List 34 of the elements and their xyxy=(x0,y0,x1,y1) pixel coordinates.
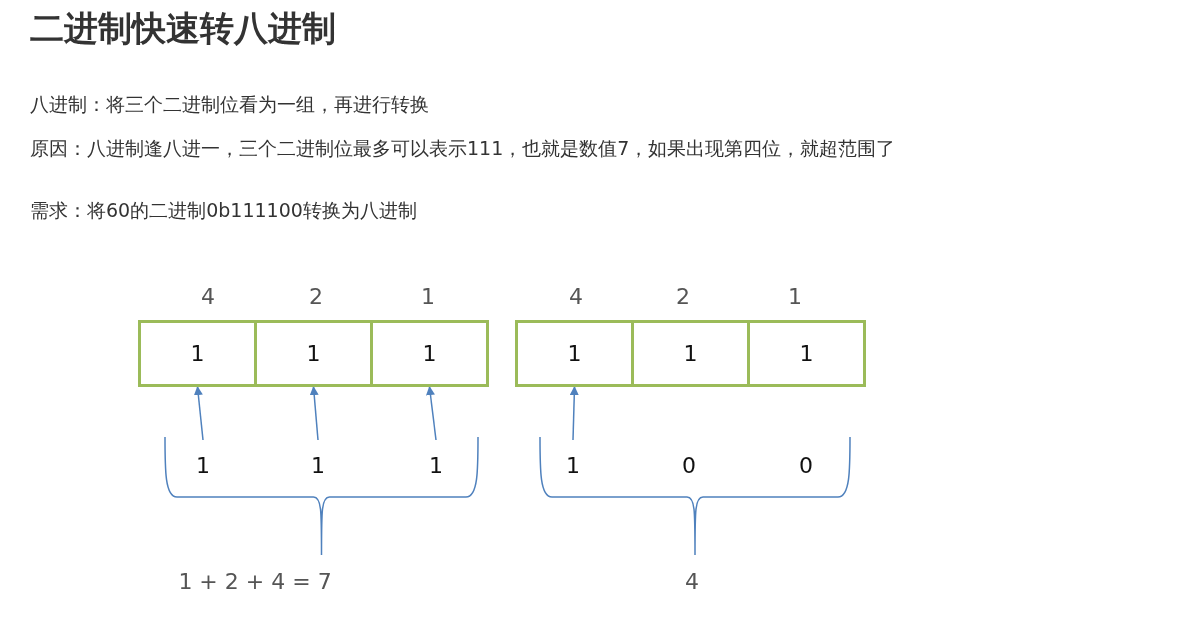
bit-digit: 1 xyxy=(311,453,325,478)
bit-cell xyxy=(254,320,373,387)
bit-cell xyxy=(747,320,866,387)
arrow xyxy=(426,386,437,441)
bit-weight: 4 xyxy=(568,284,584,309)
note-text: 需求：将60的二进制0b111100转换为八进制 xyxy=(30,198,417,223)
sum-text: 4 xyxy=(685,569,699,594)
bit-digit: 0 xyxy=(682,453,696,478)
arrow xyxy=(193,386,204,441)
bit-digit: 1 xyxy=(306,341,321,366)
bit-weight: 2 xyxy=(308,284,324,309)
bit-digit: 1 xyxy=(567,341,582,366)
bit-digit: 0 xyxy=(799,453,813,478)
bit-cell xyxy=(631,320,750,387)
arrow xyxy=(569,386,579,441)
bit-weight: 1 xyxy=(420,284,436,309)
note-text: 八进制：将三个二进制位看为一组，再进行转换 xyxy=(30,92,429,117)
title: 二进制快速转八进制 xyxy=(30,7,336,50)
bit-weight: 1 xyxy=(787,284,803,309)
note-text: 原因：八进制逢八进一，三个二进制位最多可以表示111，也就是数值7，如果出现第四位，就超范围了 xyxy=(30,136,896,161)
bit-digit: 1 xyxy=(566,453,580,478)
bit-weight: 4 xyxy=(200,284,216,309)
bit-digit: 1 xyxy=(683,341,698,366)
sum-text: 1 + 2 + 4 = 7 xyxy=(178,569,332,594)
bit-digit: 1 xyxy=(422,341,437,366)
bit-digit: 1 xyxy=(429,453,443,478)
bit-digit: 1 xyxy=(799,341,814,366)
bit-digit: 1 xyxy=(190,341,205,366)
bit-weight: 2 xyxy=(675,284,691,309)
bit-cell xyxy=(515,320,634,387)
arrow xyxy=(309,386,319,441)
bit-cell xyxy=(370,320,489,387)
bit-digit: 1 xyxy=(196,453,210,478)
bit-cell xyxy=(138,320,257,387)
